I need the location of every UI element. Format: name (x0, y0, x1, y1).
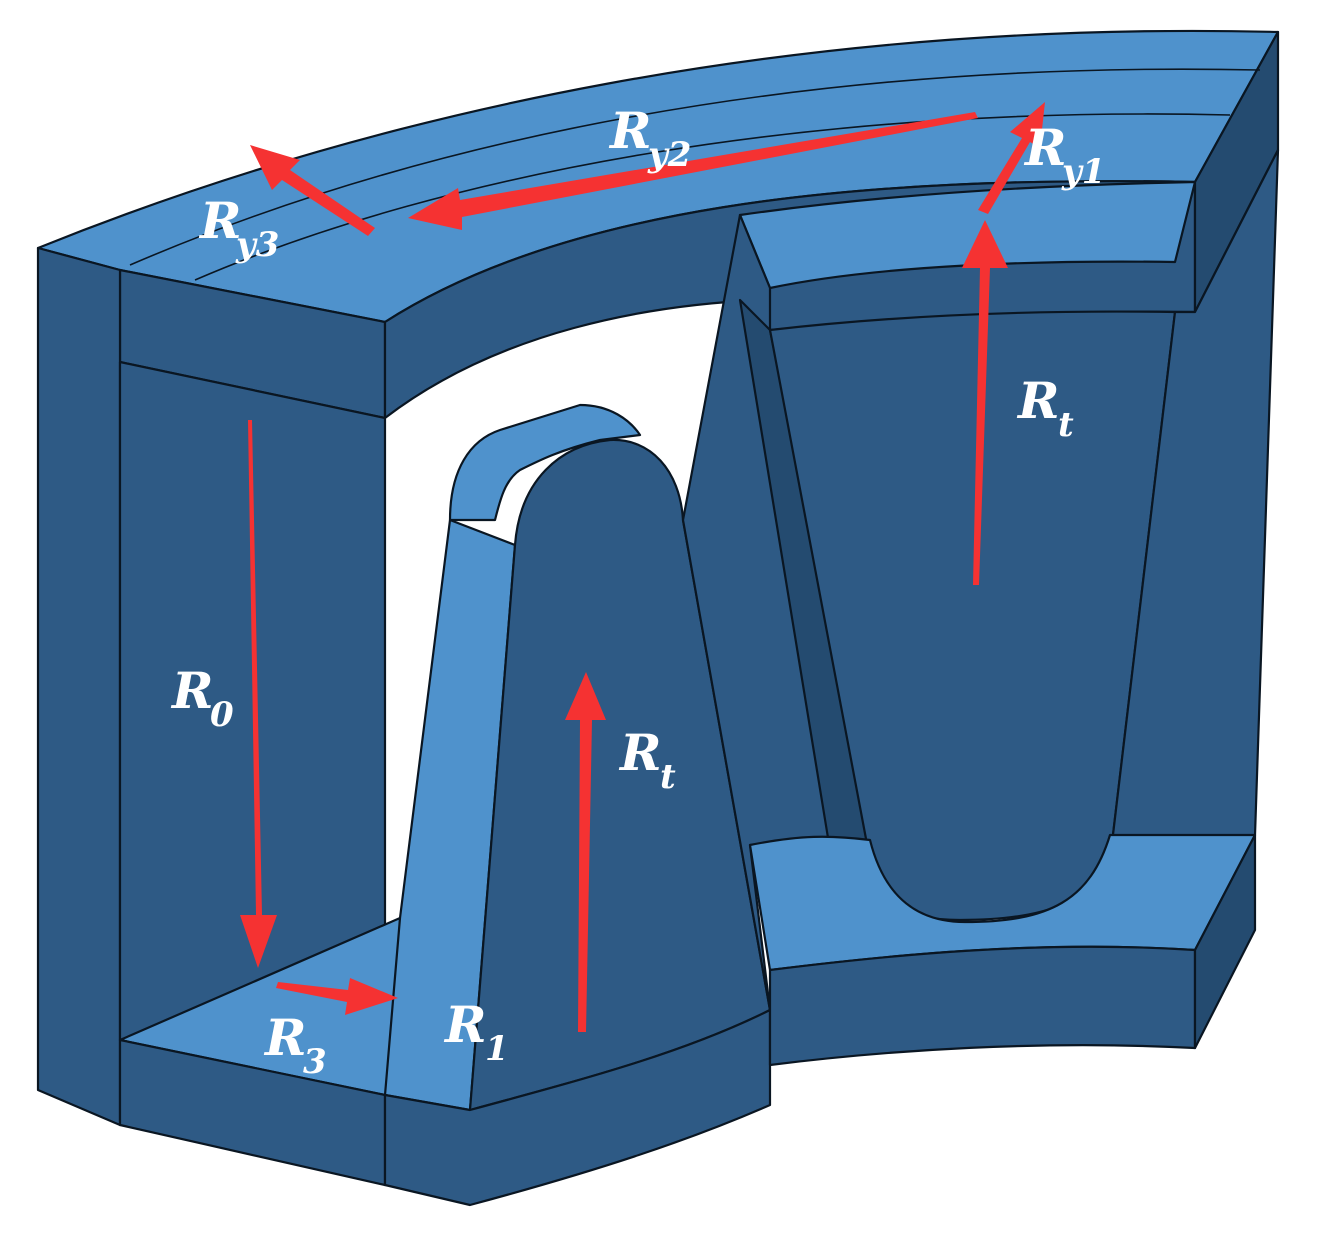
label-rt-mid: R t (618, 723, 676, 797)
svg-text:y3: y3 (235, 225, 279, 265)
right-floor-front (768, 945, 1197, 1067)
label-ry2: R y2 (608, 101, 691, 175)
label-ry1: R y1 (1023, 118, 1105, 192)
svg-text:t: t (660, 757, 676, 797)
label-r3: R 3 (263, 1008, 327, 1082)
label-r1: R 1 (443, 995, 509, 1069)
svg-text:R: R (198, 191, 242, 250)
svg-text:3: 3 (303, 1042, 327, 1082)
tooth-top-face (448, 403, 642, 522)
right-floor-end (1193, 833, 1257, 1050)
svg-text:R: R (263, 1008, 307, 1067)
svg-text:R: R (1023, 118, 1067, 177)
arrow-rt-right (962, 220, 1008, 585)
arrow-ry2 (408, 112, 978, 230)
svg-text:R: R (443, 995, 487, 1054)
arrow-ry3 (250, 145, 375, 236)
svg-text:1: 1 (485, 1029, 509, 1069)
left-block-outer-face (36, 246, 122, 1127)
svg-text:R: R (608, 101, 652, 160)
svg-text:0: 0 (210, 695, 234, 735)
yoke-inner-arc-line-2 (194, 113, 1231, 281)
yoke-inner-arc-line (129, 68, 1261, 266)
arrow-rt-mid (565, 672, 606, 1032)
label-ry3: R y3 (198, 191, 279, 265)
label-rt-right: R t (1016, 371, 1074, 445)
arrow-r0 (240, 420, 277, 968)
svg-text:t: t (1058, 405, 1074, 445)
arrow-r3 (276, 978, 398, 1015)
arrow-ry1 (978, 102, 1045, 214)
slot-top-band (738, 180, 1197, 290)
label-r0: R 0 (170, 661, 234, 735)
arrows (240, 102, 1045, 1032)
svg-text:y1: y1 (1061, 152, 1105, 192)
slot-right-wall (1108, 148, 1280, 862)
svg-text:R: R (618, 723, 662, 782)
tooth-bottom-front (383, 1008, 772, 1207)
svg-text:R: R (170, 661, 214, 720)
svg-text:y2: y2 (647, 135, 691, 175)
svg-text:R: R (1016, 371, 1060, 430)
